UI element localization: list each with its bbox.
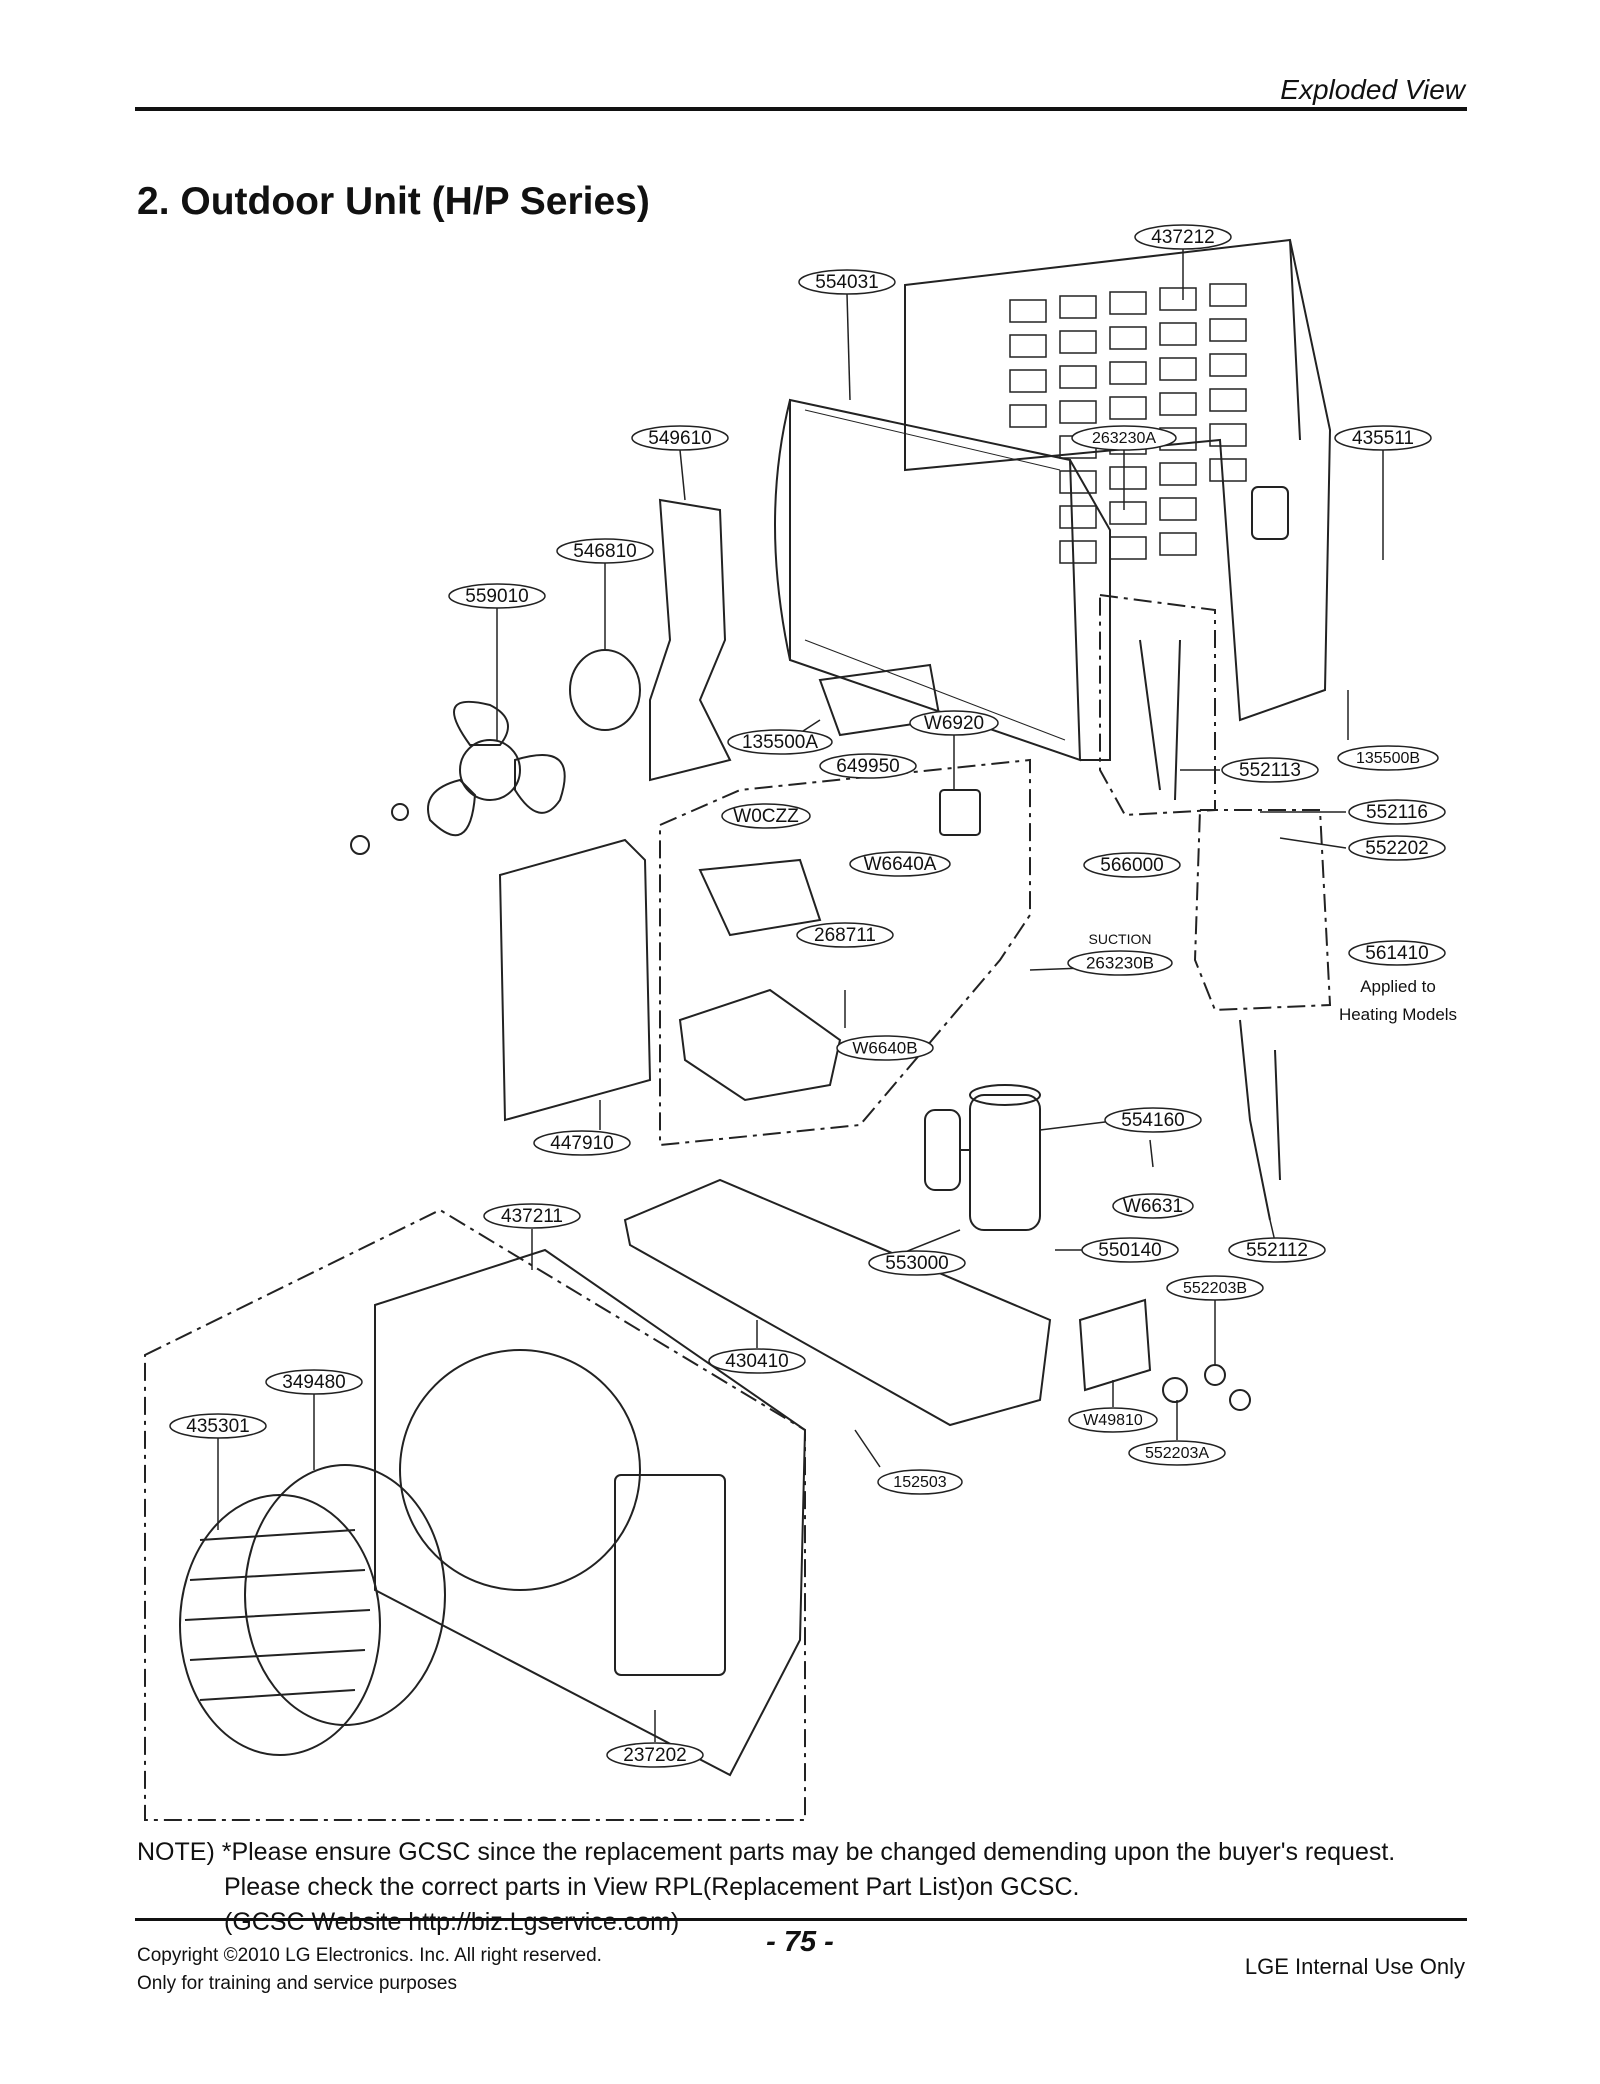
- part-label-135500b: 135500B: [1356, 750, 1420, 767]
- fan-drawing: [427, 700, 566, 837]
- base-pan-drawing: [623, 1178, 1052, 1427]
- part-label-237202: 237202: [623, 1745, 686, 1766]
- compressor-drawing: [924, 1084, 1041, 1231]
- part-label-552203b: 552203B: [1183, 1280, 1247, 1297]
- note-line-1: NOTE) *Please ensure GCSC since the repl…: [137, 1838, 1396, 1866]
- footer-copyright: Copyright ©2010 LG Electronics. Inc. All…: [137, 1942, 602, 1998]
- part-label-552203a: 552203A: [1145, 1445, 1209, 1462]
- part-label-263230b: 263230B: [1086, 953, 1154, 972]
- rear-panel-drawing: [904, 238, 1332, 722]
- part-label-437212: 437212: [1151, 227, 1214, 248]
- section-header: Exploded View: [1280, 74, 1465, 105]
- part-label-552202: 552202: [1365, 838, 1428, 859]
- part-label-268711: 268711: [814, 925, 876, 946]
- part-label-w6640b: W6640B: [852, 1038, 917, 1057]
- part-label-w49810: W49810: [1083, 1412, 1143, 1429]
- training-text: Only for training and service purposes: [137, 1973, 457, 1994]
- part-label-552116: 552116: [1366, 802, 1428, 823]
- note-line-2: Please check the correct parts in View R…: [224, 1873, 1080, 1901]
- header-rule: [135, 107, 1467, 111]
- footer-rule: [135, 1918, 1467, 1921]
- part-label-559010: 559010: [465, 586, 528, 607]
- part-label-550140: 550140: [1098, 1240, 1161, 1261]
- part-label-135500a: 135500A: [742, 732, 818, 753]
- note-line-3: (GCSC Website http://biz.Lgservice.com): [224, 1908, 680, 1936]
- part-label-553000: 553000: [885, 1253, 948, 1274]
- part-label-554160: 554160: [1121, 1110, 1184, 1131]
- part-label-552112: 552112: [1246, 1240, 1308, 1261]
- applied-annotation-line2: Heating Models: [1339, 1005, 1457, 1024]
- part-label-w6631: W6631: [1123, 1196, 1183, 1217]
- part-label-561410: 561410: [1365, 943, 1428, 964]
- part-label-554031: 554031: [815, 272, 878, 293]
- copyright-text: Copyright ©2010 LG Electronics. Inc. All…: [137, 1945, 602, 1966]
- part-label-w6920: W6920: [924, 713, 984, 734]
- part-label-546810: 546810: [573, 541, 636, 562]
- part-label-566000: 566000: [1100, 855, 1163, 876]
- motor-drawing: [569, 649, 641, 731]
- grille-drawing: [179, 1464, 446, 1756]
- part-label-435511: 435511: [1352, 428, 1414, 449]
- page-number: - 75 -: [766, 1926, 834, 1958]
- motor-bracket-drawing: [649, 498, 732, 782]
- part-label-437211: 437211: [501, 1206, 563, 1227]
- replacement-note: NOTE) *Please ensure GCSC since the repl…: [137, 1835, 1395, 1940]
- front-panel-drawing: [374, 1248, 807, 1777]
- part-label-649950: 649950: [836, 756, 899, 777]
- internal-use-text: LGE Internal Use Only: [1244, 1954, 1465, 1979]
- part-label-w6640a: W6640A: [864, 854, 937, 875]
- part-label-349480: 349480: [282, 1372, 345, 1393]
- barrier-drawing: [498, 838, 652, 1122]
- part-label-w0czz: W0CZZ: [733, 806, 799, 827]
- part-label-152503: 152503: [893, 1474, 946, 1491]
- part-label-430410: 430410: [725, 1351, 788, 1372]
- part-label-447910: 447910: [550, 1133, 613, 1154]
- part-label-549610: 549610: [648, 428, 711, 449]
- page-title: 2. Outdoor Unit (H/P Series): [137, 180, 650, 223]
- suction-annotation: SUCTION: [1089, 931, 1152, 947]
- part-labels: 437212 554031 549610 263230A 435511 5468…: [186, 227, 1457, 1766]
- applied-annotation-line1: Applied to: [1360, 977, 1436, 996]
- part-label-552113: 552113: [1239, 760, 1301, 781]
- condenser-coil-drawing: [774, 398, 1111, 762]
- part-label-263230a: 263230A: [1092, 430, 1156, 447]
- part-label-435301: 435301: [186, 1416, 249, 1437]
